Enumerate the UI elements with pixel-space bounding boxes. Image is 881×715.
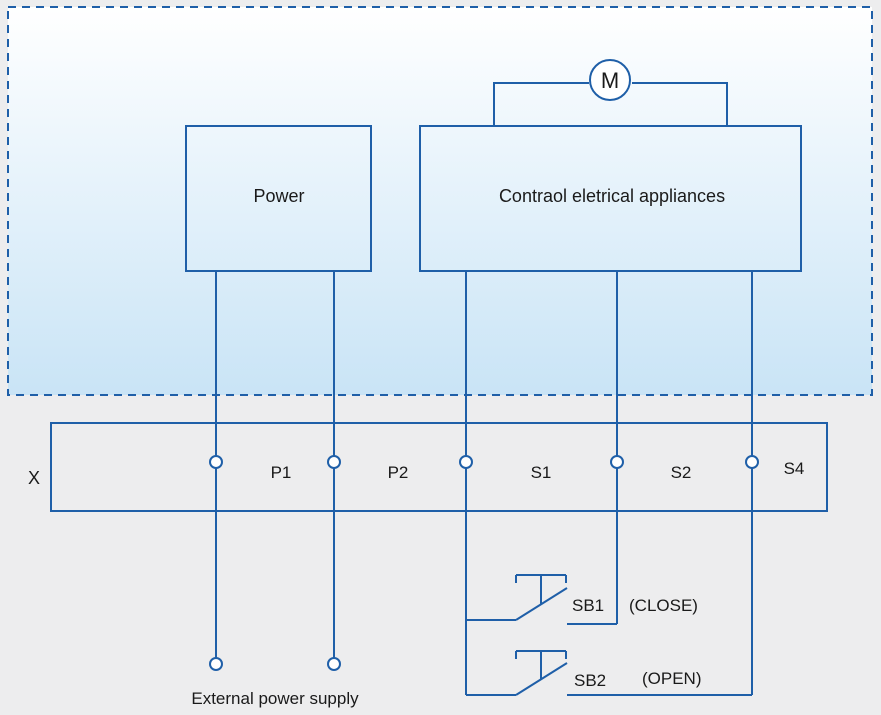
power-block: Power (185, 125, 372, 272)
terminal-label-s1: S1 (531, 463, 552, 482)
motor-icon (589, 59, 631, 101)
control-block-label: Contraol eletrical appliances (499, 186, 725, 206)
terminal-strip-name: X (28, 468, 40, 488)
terminal-s4 (745, 455, 759, 469)
terminal-p2 (327, 455, 341, 469)
device-enclosure (7, 6, 873, 396)
switch-sb2-function: (OPEN) (642, 669, 702, 688)
motor-wire (493, 82, 589, 126)
motor: M (493, 59, 728, 126)
switch-sb2 (466, 650, 752, 696)
external-terminal-1 (209, 657, 223, 671)
control-block: Contraol eletrical appliances (419, 125, 802, 272)
external-supply-label: External power supply (191, 689, 359, 708)
motor-wire-right (632, 82, 728, 126)
power-block-label: Power (253, 186, 304, 206)
terminal-p1 (209, 455, 223, 469)
switch-sb1-name: SB1 (572, 596, 604, 615)
terminal-label-s4: S4 (784, 459, 805, 478)
switch-sb2-name: SB2 (574, 671, 606, 690)
terminal-label-s2: S2 (671, 463, 692, 482)
terminal-s1 (459, 455, 473, 469)
terminal-label-p2: P2 (388, 463, 409, 482)
switch-sb1-function: (CLOSE) (629, 596, 698, 615)
motor-symbol: M (601, 68, 619, 93)
external-terminal-2 (327, 657, 341, 671)
terminal-s2 (610, 455, 624, 469)
terminal-label-p1: P1 (271, 463, 292, 482)
terminal-strip (50, 422, 828, 512)
switch-sb1 (466, 574, 617, 625)
